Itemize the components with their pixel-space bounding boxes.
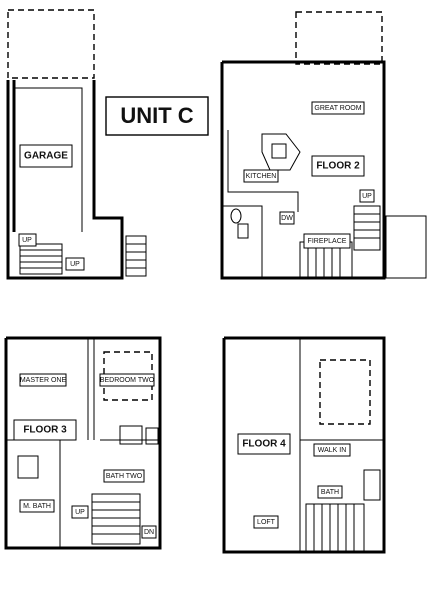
walkin-label-box: [313, 443, 351, 457]
great-room-label-box: [311, 101, 365, 115]
floor1-wall-outer: [6, 80, 94, 280]
unit-title-box: [105, 96, 209, 136]
bath2-label: BATH TWO: [106, 473, 143, 480]
garage-label: GARAGE: [24, 151, 68, 162]
loft-label: LOFT: [257, 519, 276, 526]
garage-label-box: [19, 144, 73, 168]
bath-label: BATH: [321, 489, 339, 496]
kitchen-label: KITCHEN: [246, 173, 277, 180]
floor4-tub: [363, 469, 381, 501]
floor4-skylight: [319, 359, 371, 425]
kitchen-island: [261, 133, 301, 171]
bath-two-linen: [145, 427, 159, 445]
mbath-label: M. BATH: [23, 503, 51, 510]
floor3-up-label-box: [71, 505, 89, 519]
bedroom2-label: BEDROOM TWO: [100, 377, 155, 384]
master-bath-wall: [6, 439, 61, 548]
floor-1-plan: GARAGE UP UP: [6, 9, 147, 280]
bath-two-tub: [119, 425, 143, 445]
unit-title: UNIT C: [120, 103, 193, 128]
master-label: MASTER ONE: [20, 377, 67, 384]
up-label-2: UP: [70, 261, 80, 268]
bath2-label-box: [103, 469, 145, 483]
kitchen-counter: [227, 130, 299, 212]
floor3-dn-label-box: [141, 525, 157, 539]
dw-label-box: [279, 211, 295, 225]
bedroom2-label-box: [99, 373, 155, 387]
kitchen-label-box: [243, 169, 279, 183]
mbath-label-box: [19, 499, 55, 513]
bath-label-box: [317, 485, 343, 499]
dw-label: DW: [281, 215, 293, 222]
up-label-1: UP: [22, 237, 32, 244]
floor1-wall-right: [92, 80, 124, 280]
floor1-stairs: [19, 243, 63, 275]
master-label-box: [19, 373, 67, 387]
walkin-label: WALK IN: [318, 447, 347, 454]
floor2-up-label-box: [359, 189, 375, 203]
floor3-wall-outer: [4, 336, 162, 550]
floor4-stairs: [305, 503, 365, 553]
floor4-label: FLOOR 4: [242, 439, 286, 450]
floor3-label: FLOOR 3: [23, 425, 67, 436]
up-label-box-2: [65, 257, 85, 271]
garage-door-line: [14, 87, 83, 232]
loft-label-box: [253, 515, 279, 529]
floor-4-plan: FLOOR 4 WALK IN BATH LOFT: [222, 336, 386, 554]
fireplace-label-box: [303, 233, 351, 249]
floor1-exterior-steps: [125, 235, 147, 277]
great-room-label: GREAT ROOM: [314, 105, 361, 112]
floor3-up-label: UP: [75, 509, 85, 516]
up-label-box-1: [18, 233, 37, 247]
floor3-stairs: [91, 493, 141, 545]
powder-room: [222, 205, 263, 278]
floor-2-plan: GREAT ROOM FLOOR 2 KITCHEN DW: [220, 11, 427, 280]
fireplace-label: FIREPLACE: [308, 238, 347, 245]
deck-outline: [295, 11, 383, 65]
floor2-exterior-landing: [385, 215, 427, 279]
floor2-label: FLOOR 2: [316, 161, 360, 172]
floor2-label-box: [311, 155, 365, 177]
floor-3-plan: MASTER ONE BEDROOM TWO FLOOR 3 BATH TWO …: [4, 336, 162, 550]
master-tub: [17, 455, 39, 479]
driveway-outline: [7, 9, 95, 79]
floor2-up-label: UP: [362, 193, 372, 200]
floor4-label-box: [237, 433, 291, 455]
floor3-dn-label: DN: [144, 529, 154, 536]
floor4-wall-outer: [222, 336, 386, 554]
